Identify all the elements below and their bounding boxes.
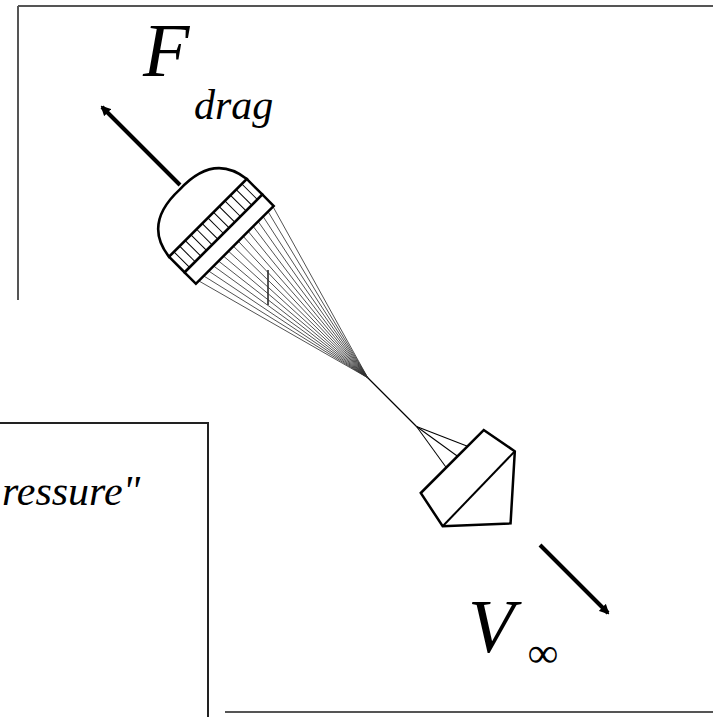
pressure-text: ressure" (2, 470, 140, 512)
shroud-line (204, 245, 368, 409)
velocity-symbol: V (468, 588, 514, 664)
shroud-line (235, 217, 396, 378)
capsule-seam (441, 451, 516, 526)
pressure-box (0, 423, 208, 717)
shroud-line (235, 221, 391, 377)
shroud-line (235, 226, 386, 377)
drag-arrow (102, 107, 180, 185)
riser (368, 378, 417, 427)
force-symbol: F (143, 12, 189, 88)
velocity-arrow (540, 545, 608, 613)
capsule (415, 425, 549, 559)
canopy-hatch (174, 252, 190, 268)
shroud-line (209, 245, 368, 404)
shroud-line (235, 231, 381, 377)
shroud-line (228, 245, 367, 384)
shroud-line (235, 207, 406, 378)
shroud-line (223, 245, 367, 389)
shroud-line (199, 245, 368, 414)
force-subscript: drag (194, 84, 273, 126)
shroud-line (235, 212, 401, 378)
shroud-line (219, 245, 368, 394)
shroud-line (235, 241, 371, 377)
canopy-skirt (185, 195, 274, 284)
shroud-line (214, 245, 368, 399)
shroud-line (235, 236, 376, 377)
velocity-subscript: ∞ (528, 632, 558, 674)
parachute (141, 151, 551, 561)
